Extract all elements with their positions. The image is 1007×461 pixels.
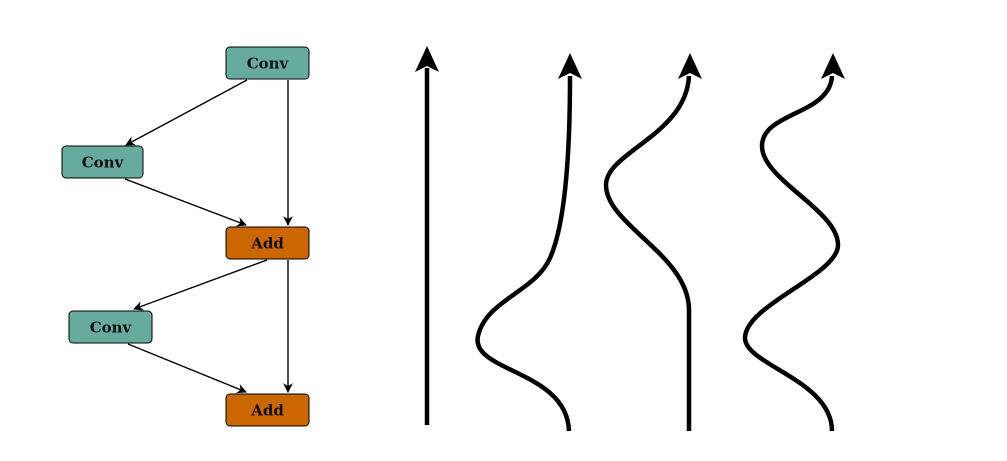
node-add-mid: Add [225,226,310,260]
straight-path-arrow [415,46,439,425]
node-add-bottom: Add [225,393,310,427]
conv-block [225,46,310,80]
arrow-head-icon [678,53,702,79]
curved-path-arrow-2 [603,53,702,431]
node-conv-top: Conv [225,46,310,80]
arrow-head-icon [558,53,582,79]
arrow-head-icon [821,53,845,79]
add-label: Add [250,402,284,420]
edge-conv-mid-to-add-mid [124,178,247,227]
arrow-head-icon [415,46,439,72]
conv-label: Conv [247,55,290,73]
curved-path-arrow-3 [742,53,845,432]
node-conv-mid: Conv [61,145,144,179]
node-conv-bottom: Conv [68,310,153,344]
add-label: Add [250,235,284,253]
conv-label: Conv [90,319,133,337]
conv-label: Conv [82,154,125,172]
edge-add-mid-to-conv-bottom [133,259,268,311]
edge-conv-bottom-to-add-bottom [127,343,247,394]
graph-edges [124,79,293,394]
conv-block [68,310,153,344]
edge-conv-top-to-conv-mid [125,79,248,146]
curved-path-arrow-1 [475,53,582,432]
gradient-paths [415,46,845,432]
conv-block [61,145,144,179]
add-block [225,226,310,260]
add-block [225,393,310,427]
